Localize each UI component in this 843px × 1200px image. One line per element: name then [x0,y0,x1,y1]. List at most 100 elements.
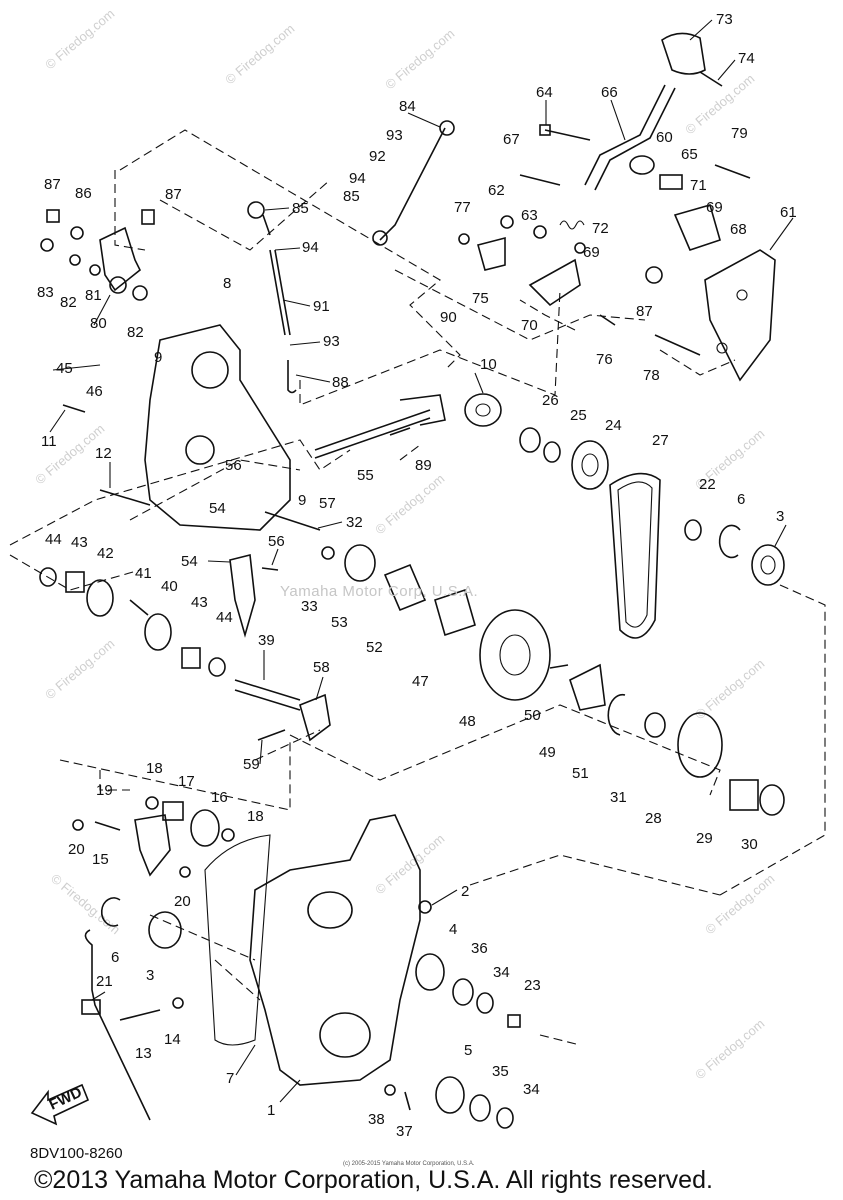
bolt-76 [599,314,616,326]
part-label: 59 [243,756,260,773]
sprocket-28 [677,712,723,778]
part-label: 6 [737,491,745,508]
dipstick-21 [84,929,151,1121]
bolt-32 [264,511,321,531]
part-label: 93 [386,127,403,144]
part-label: 21 [96,973,113,990]
nut-69 [574,242,586,254]
part-label: 92 [369,148,386,165]
bolt-50 [549,664,569,669]
part-label: 9 [154,349,162,366]
seal-30 [759,784,785,816]
part-label: 26 [542,392,559,409]
clip-34b [496,1107,514,1129]
part-label: 9 [298,492,306,509]
part-label: 7 [226,1070,234,1087]
plug-23 [507,1014,521,1028]
firedog-watermark: © Firedog.com [692,1016,767,1082]
washer-82b [132,285,148,301]
diagram-code: 8DV100-8260 [30,1145,123,1162]
part-label: 61 [780,204,797,221]
part-label: 29 [696,830,713,847]
plug-2 [418,900,432,914]
part-label: 20 [68,841,85,858]
washer-38 [384,1084,396,1096]
part-label: 46 [86,383,103,400]
part-label: 87 [165,186,182,203]
circlip-51 [607,693,626,736]
part-label: 3 [146,967,154,984]
washer-82 [69,254,81,266]
part-number-labels: 73 74 64 66 84 93 92 94 85 85 67 60 65 7… [37,11,797,1140]
part-label: 64 [536,84,553,101]
part-label: 90 [440,309,457,326]
washer-86 [70,226,84,240]
firedog-watermark: © Firedog.com [222,21,297,87]
sprocket-48 [479,609,551,701]
rod-end-88 [287,360,297,394]
leader-lines [49,19,794,1103]
firedog-watermark: © Firedog.com [372,471,447,537]
link-70 [528,258,581,307]
part-label: 40 [161,578,178,595]
firedog-watermark: © Firedog.com [372,831,447,897]
part-label: 33 [301,598,318,615]
part-label: 28 [645,810,662,827]
part-label: 91 [313,298,330,315]
part-label: 44 [216,609,233,626]
part-label: 12 [95,445,112,462]
part-label: 72 [592,220,609,237]
part-label: 76 [596,351,613,368]
bracket-80 [99,226,142,292]
micro-copyright-notice: (c) 2005-2015 Yamaha Motor Corporation, … [343,1161,475,1167]
collar-81 [89,264,101,276]
firedog-watermark: © Firedog.com [692,656,767,722]
washer-31 [644,712,666,738]
firedog-watermark: © Firedog.com [48,871,123,937]
part-label: 16 [211,789,228,806]
part-label: 55 [357,467,374,484]
part-label: 48 [459,713,476,730]
part-label: 85 [292,200,309,217]
bolt-64 [544,129,591,141]
bracket-71 [673,204,721,251]
part-label: 88 [332,374,349,391]
part-label: 30 [741,836,758,853]
nut-20b [179,866,191,878]
spring-52 [383,563,427,612]
spring-72 [559,220,585,230]
copyright-footer: ©2013 Yamaha Motor Corporation, U.S.A. A… [34,1166,713,1194]
part-label: 44 [45,531,62,548]
part-label: 18 [146,760,163,777]
part-label: 32 [346,514,363,531]
part-label: 69 [583,244,600,261]
part-label: 36 [471,940,488,957]
washer-14 [172,997,184,1009]
part-label: 86 [75,185,92,202]
part-label: 4 [449,921,457,938]
arm-15 [134,814,171,877]
fwd-arrow: FWD [30,1084,90,1126]
firedog-watermark: © Firedog.com [702,871,777,937]
part-label: 79 [731,125,748,142]
part-label: 27 [652,432,669,449]
part-label: 78 [643,367,660,384]
bolt-41 [129,599,149,616]
part-label: 87 [636,303,653,320]
bolt-78 [654,334,701,356]
bolt-12 [99,489,151,506]
part-label: 22 [699,476,716,493]
bearing-3 [751,544,785,586]
part-label: 77 [454,199,471,216]
part-label: 42 [97,545,114,562]
chaincase-housing-1 [249,814,421,1086]
watermark-layer: © Firedog.com © Firedog.com © Firedog.co… [32,6,777,1082]
part-label: 70 [521,317,538,334]
pin-19 [94,821,121,831]
part-label: 56 [268,533,285,550]
firedog-watermark: © Firedog.com [42,6,117,72]
shift-lever-66 [584,84,666,186]
part-label: 34 [523,1081,540,1098]
part-label: 81 [85,287,102,304]
